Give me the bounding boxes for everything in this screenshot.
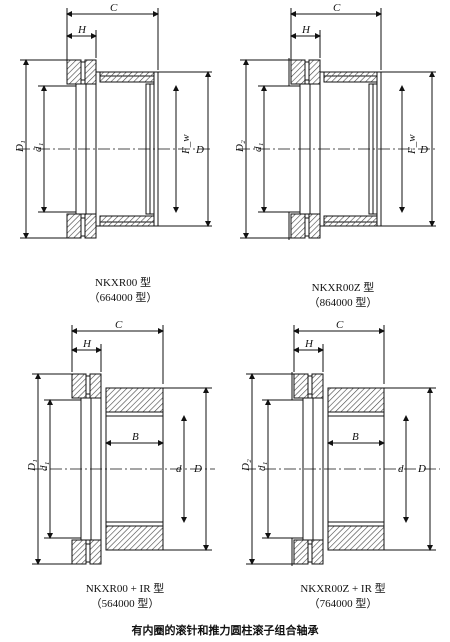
figure-nkxr00 bbox=[18, 8, 212, 239]
dim-d-right: D bbox=[195, 144, 204, 156]
caption-series: （764000 型） bbox=[308, 598, 378, 610]
dim-d: d bbox=[398, 463, 404, 475]
figure-title: 有内圈的滚针和推力圆柱滚子组合轴承 bbox=[131, 624, 319, 637]
dim-d-right: D bbox=[419, 144, 428, 156]
dim-d-inner: d₁ bbox=[252, 143, 264, 153]
dim-c: C bbox=[333, 2, 341, 14]
caption-series: （864000 型） bbox=[308, 297, 378, 309]
dim-h: H bbox=[82, 338, 92, 350]
caption-nkxr00z-ir: NKXR00Z + IR 型 （764000 型） bbox=[258, 582, 428, 612]
dim-b: B bbox=[132, 431, 139, 443]
dim-d-left: D₁ bbox=[14, 140, 26, 153]
dim-b: B bbox=[352, 431, 359, 443]
caption-series: （564000 型） bbox=[90, 598, 160, 610]
dim-d-inner: d₁ bbox=[38, 462, 50, 472]
figure-nkxr00z-ir bbox=[244, 325, 440, 566]
caption-model: NKXR00Z 型 bbox=[311, 282, 375, 294]
dim-d-right: D bbox=[193, 463, 202, 475]
dim-h: H bbox=[304, 338, 314, 350]
caption-nkxr00: NKXR00 型 （664000 型） bbox=[38, 276, 208, 306]
dim-c: C bbox=[110, 2, 118, 14]
dim-d-left: D₂ bbox=[234, 140, 246, 153]
dim-h: H bbox=[77, 24, 87, 36]
dim-d-inner: d₁ bbox=[256, 462, 268, 472]
dim-d: d bbox=[176, 463, 182, 475]
dim-d-inner: d₁ bbox=[32, 143, 44, 153]
figure-nkxr00-ir bbox=[30, 325, 215, 565]
caption-nkxr00z: NKXR00Z 型 （864000 型） bbox=[258, 281, 428, 311]
caption-model: NKXR00 + IR 型 bbox=[85, 583, 165, 595]
dim-c: C bbox=[336, 319, 344, 331]
figure-nkxr00z bbox=[238, 8, 438, 240]
dim-h: H bbox=[301, 24, 311, 36]
dim-c: C bbox=[115, 319, 123, 331]
dim-fw: F_w bbox=[180, 134, 192, 155]
caption-nkxr00-ir: NKXR00 + IR 型 （564000 型） bbox=[40, 582, 210, 612]
dim-d-left: D₂ bbox=[240, 459, 252, 472]
dim-d-left: D₁ bbox=[26, 459, 38, 472]
dim-d-right: D bbox=[417, 463, 426, 475]
caption-model: NKXR00Z + IR 型 bbox=[300, 583, 386, 595]
dim-fw: F_w bbox=[406, 134, 418, 155]
caption-model: NKXR00 型 bbox=[95, 277, 151, 289]
caption-series: （664000 型） bbox=[88, 292, 158, 304]
